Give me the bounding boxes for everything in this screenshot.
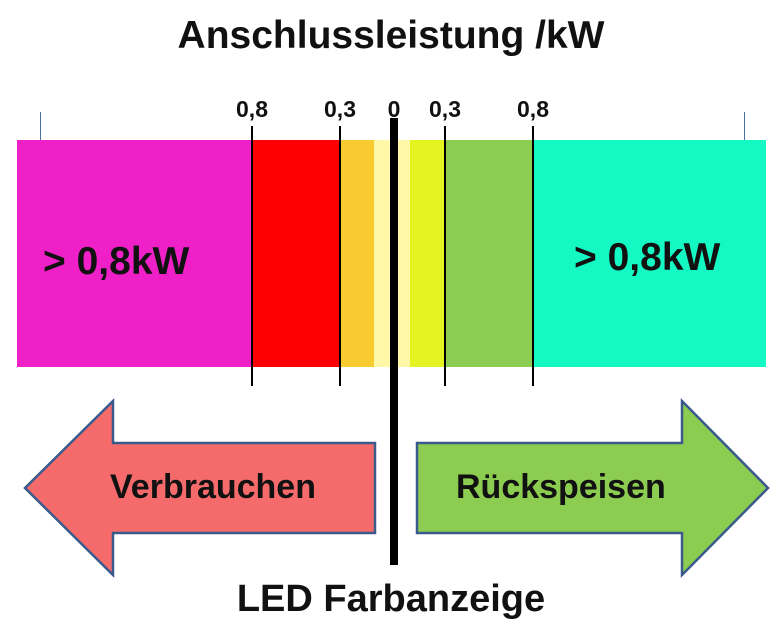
zone-feed-minimal bbox=[396, 140, 410, 367]
zero-indicator-line bbox=[390, 118, 398, 565]
diagram-title: Anschlussleistung /kW bbox=[177, 14, 605, 57]
zone-consume-high bbox=[17, 140, 252, 367]
tick-label-consume-0-8: 0,8 bbox=[236, 96, 268, 122]
zone-consume-low bbox=[340, 140, 374, 367]
zone-feed-high bbox=[534, 140, 766, 367]
zone-feed-medium bbox=[446, 140, 534, 367]
tick-line-feed-0-3 bbox=[444, 126, 446, 386]
arrow-label-feed: Rückspeisen bbox=[456, 468, 666, 506]
tick-label-zero: 0 bbox=[387, 96, 401, 122]
arrow-label-consume: Verbrauchen bbox=[110, 468, 316, 506]
zone-label-feed-high: > 0,8kW bbox=[574, 236, 721, 279]
tick-line-consume-0-3 bbox=[339, 126, 341, 386]
tick-label-feed-0-8: 0,8 bbox=[517, 96, 549, 122]
tick-line-feed-0-8 bbox=[532, 126, 534, 386]
tick-label-consume-0-3: 0,3 bbox=[324, 96, 356, 122]
tick-label-feed-0-3: 0,3 bbox=[429, 96, 461, 122]
left-edge-tick bbox=[40, 112, 41, 140]
arrow-left-consume-icon bbox=[23, 398, 377, 578]
zone-feed-low bbox=[410, 140, 446, 367]
tick-line-consume-0-8 bbox=[251, 126, 253, 386]
right-edge-tick bbox=[744, 112, 745, 140]
zone-label-consume-high: > 0,8kW bbox=[43, 240, 190, 283]
arrow-right-feed-icon bbox=[415, 397, 770, 579]
footer-caption: LED Farbanzeige bbox=[236, 578, 546, 620]
zone-consume-medium bbox=[252, 140, 340, 367]
